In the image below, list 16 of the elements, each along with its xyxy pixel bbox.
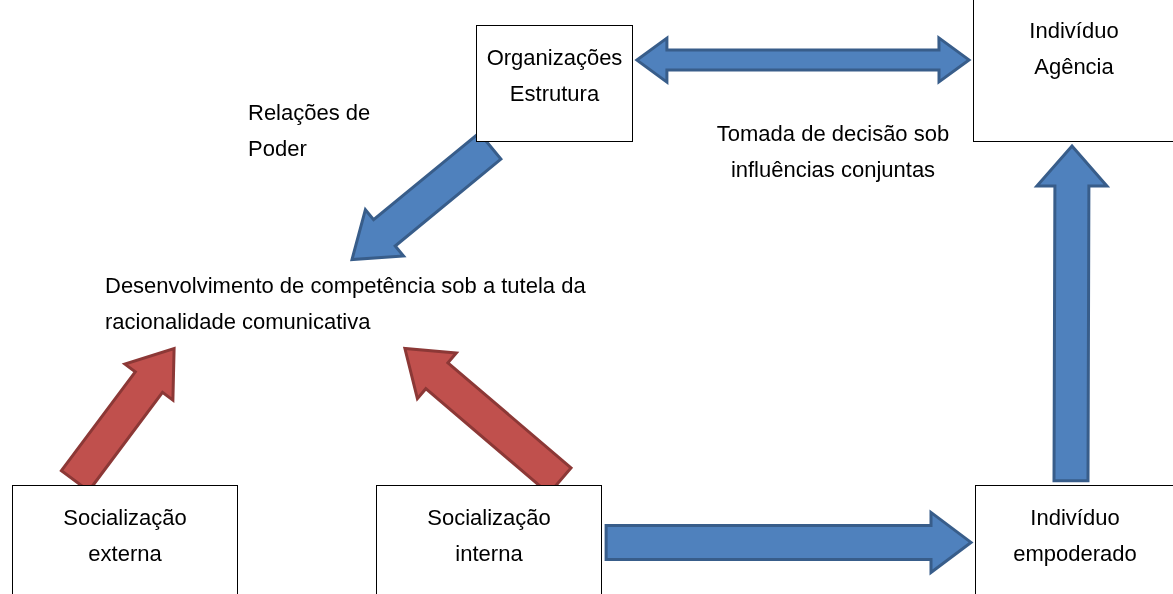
concept-text: Desenvolvimento de competência sob a tutela da racionalidade comunicativa: [105, 272, 587, 336]
block-arrow: [634, 34, 972, 86]
box-label: Indivíduo empoderado: [1012, 504, 1138, 568]
process-box: [476, 25, 633, 142]
edge-label: Relações de Poder: [248, 99, 372, 163]
process-box: [975, 485, 1173, 594]
block-arrow: [604, 509, 974, 576]
box-label: Organizações Estrutura: [485, 44, 624, 108]
process-box: [12, 485, 238, 594]
box-label: Indivíduo Agência: [1028, 17, 1120, 81]
block-arrow: [1033, 143, 1111, 483]
box-label: Socialização externa: [62, 504, 188, 568]
edge-label: Tomada de decisão sob influências conjuntas: [715, 120, 951, 184]
process-box: [973, 0, 1173, 142]
process-box: [376, 485, 602, 594]
box-label: Socialização interna: [426, 504, 552, 568]
